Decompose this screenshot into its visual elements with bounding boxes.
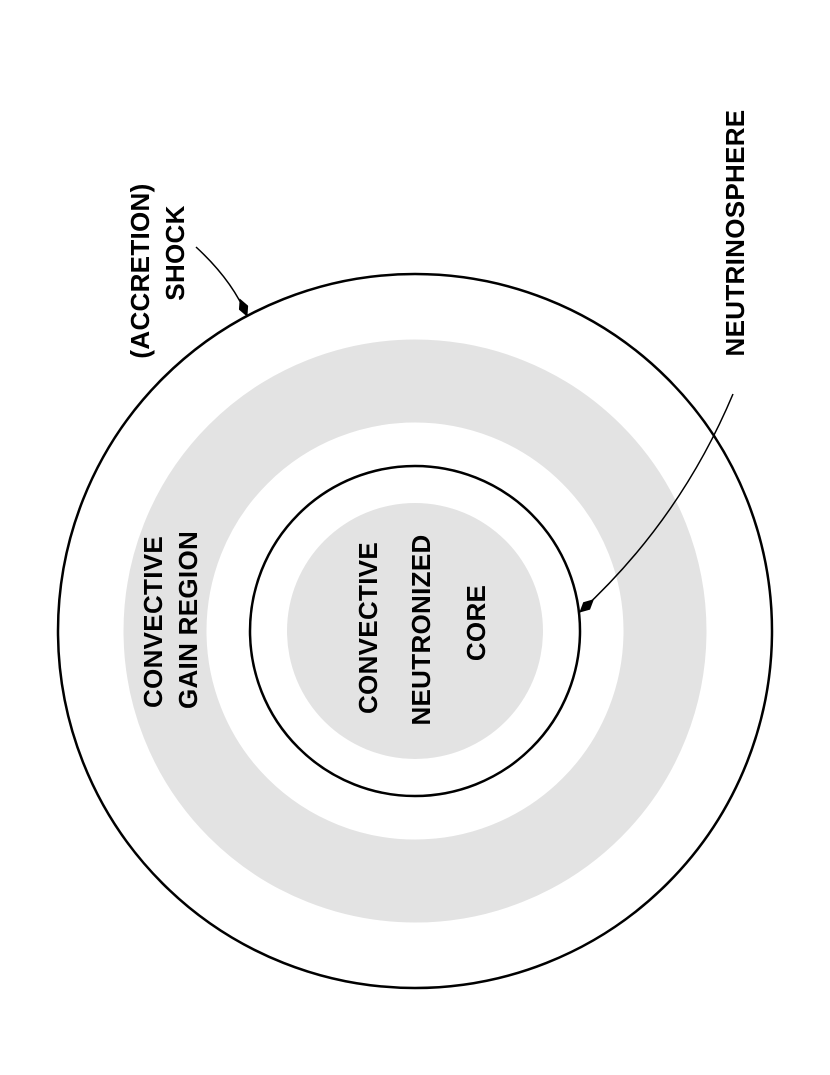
gain-region-band bbox=[123, 339, 707, 923]
gain-region-label-line1: CONVECTIVE bbox=[138, 536, 168, 708]
accretion-label-line1: (ACCRETION) bbox=[125, 183, 155, 358]
core-label-line1: CONVECTIVE bbox=[353, 542, 383, 714]
core-shaded-disc bbox=[287, 503, 543, 759]
accretion-shock-circle bbox=[56, 272, 774, 990]
core-label-line3: CORE bbox=[461, 585, 491, 661]
shock-pointer-arrow bbox=[195, 246, 249, 317]
gain-region-label-line2: GAIN REGION bbox=[173, 531, 203, 709]
neutrinosphere-pointer-arrow bbox=[579, 393, 734, 613]
core-label-line2: NEUTRONIZED bbox=[406, 534, 436, 725]
accretion-label-line2: SHOCK bbox=[160, 205, 190, 300]
neutrinosphere-circle bbox=[248, 464, 582, 798]
neutrinosphere-label: NEUTRINOSPHERE bbox=[720, 110, 750, 357]
